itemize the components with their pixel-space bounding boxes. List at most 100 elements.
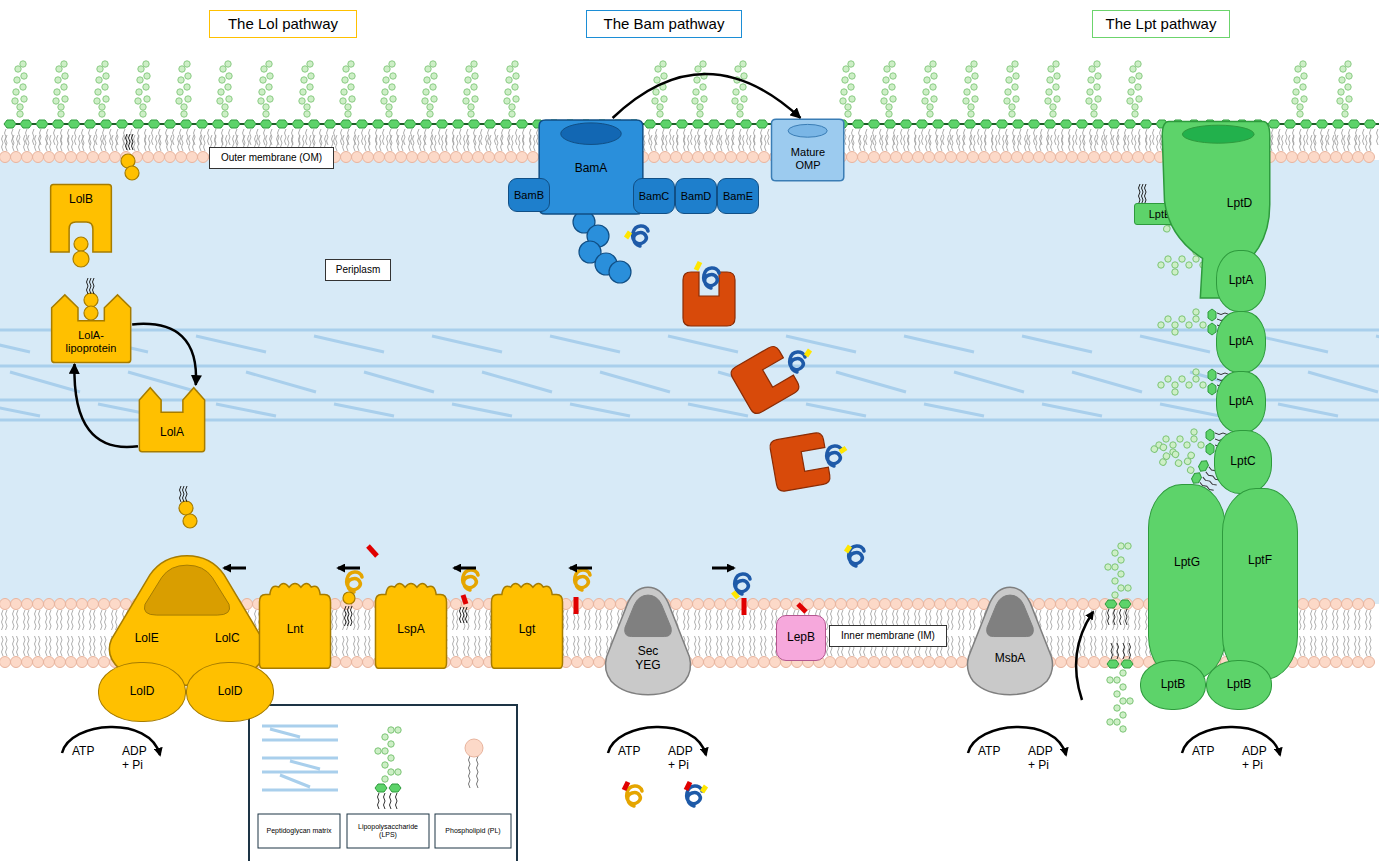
lps-sugar xyxy=(307,84,313,90)
phospholipid-head xyxy=(429,152,440,163)
lps-sugar xyxy=(1163,436,1169,442)
lps-sugar xyxy=(345,104,351,110)
node-label: Lgt xyxy=(519,623,536,637)
lps-sugar xyxy=(1120,698,1126,704)
node-label: Lnt xyxy=(287,623,304,637)
phospholipid-head xyxy=(44,152,55,163)
phospholipid-head xyxy=(55,152,66,163)
energy-label: ADP + Pi xyxy=(1028,745,1060,773)
lps-sugar xyxy=(1086,98,1092,104)
lps-sugar xyxy=(923,89,929,95)
lps-sugar xyxy=(890,96,896,102)
bam-lipoprotein: BamD xyxy=(675,178,718,214)
lps-sugar xyxy=(1135,84,1141,90)
lps-sugar xyxy=(1013,73,1019,79)
phospholipid-head xyxy=(726,599,737,610)
lps-sugar xyxy=(425,66,431,72)
protein-shape xyxy=(491,584,562,669)
phospholipid-head xyxy=(341,152,352,163)
phospholipid-head xyxy=(1364,657,1375,668)
lps-tail xyxy=(1108,609,1128,625)
phospholipid-head xyxy=(44,657,55,668)
lps-sugar xyxy=(472,73,478,79)
lps-sugar xyxy=(1053,61,1059,67)
lps-sugar xyxy=(1047,77,1053,83)
lps-sugar xyxy=(1005,89,1011,95)
lps-sugar xyxy=(1105,564,1111,570)
signal-tag xyxy=(686,782,690,790)
phospholipid-head xyxy=(891,657,902,668)
node-label: LspA xyxy=(397,623,424,637)
lepb-peptidase: LepB xyxy=(776,615,826,661)
lps-sugar xyxy=(1136,73,1142,79)
signal-tag xyxy=(626,232,630,238)
lola-complex: LolA- lipoprotein xyxy=(50,292,132,364)
lipoprotein-domain xyxy=(84,306,98,320)
lps-sugar xyxy=(465,77,471,83)
lps-sugar xyxy=(217,98,223,104)
phospholipid-head xyxy=(341,657,352,668)
phospholipid-head xyxy=(1298,152,1309,163)
phospholipid-head xyxy=(726,152,737,163)
lps-sugar xyxy=(1087,89,1093,95)
lipoprotein-domain xyxy=(73,251,89,267)
lpta-protein: LptA xyxy=(1216,371,1266,433)
node-label: LolA xyxy=(160,426,184,440)
lps-sugar xyxy=(1118,543,1124,549)
phospholipid-head xyxy=(737,657,748,668)
protein-outline xyxy=(138,385,206,453)
lps-sugar xyxy=(886,104,892,110)
lptg-protein: LptG xyxy=(1148,484,1226,680)
lps-sugar xyxy=(693,89,699,95)
lpta-protein: LptA xyxy=(1216,250,1266,312)
lptb-atpase: LptB xyxy=(1140,660,1206,710)
protein-outline xyxy=(602,585,694,697)
phospholipid-head xyxy=(1023,152,1034,163)
phospholipid-head xyxy=(1111,152,1122,163)
phospholipid-head xyxy=(924,599,935,610)
lps-sugar xyxy=(1130,66,1136,72)
lps-sugar xyxy=(657,111,663,117)
phospholipid-head xyxy=(1309,657,1320,668)
lps-sugar xyxy=(144,96,150,102)
lps-sugar xyxy=(968,111,974,117)
node-label: LptD xyxy=(1227,197,1252,211)
lps-sugar xyxy=(1150,445,1159,454)
phospholipid-head xyxy=(957,599,968,610)
lps-sugar xyxy=(1193,309,1199,315)
protein-inner xyxy=(144,565,229,615)
lipoprotein-domain xyxy=(125,166,139,180)
lps-sugar xyxy=(701,96,707,102)
lps-sugar xyxy=(222,104,228,110)
lipid-tails xyxy=(1139,184,1147,204)
protein-shape xyxy=(375,584,446,669)
lps-sugar xyxy=(14,77,20,83)
phospholipid-head xyxy=(869,599,880,610)
chaperone xyxy=(683,272,735,326)
msba-transporter: MsbA xyxy=(964,585,1056,697)
phospholipid-head xyxy=(1056,657,1067,668)
lps-sugar xyxy=(1193,256,1199,262)
phospholipid-head xyxy=(946,152,957,163)
lps-sugar xyxy=(1046,89,1052,95)
signal-tag xyxy=(806,350,810,356)
lps-sugar xyxy=(1170,442,1176,448)
lps-sugar xyxy=(1301,96,1307,102)
lps-sugar xyxy=(1045,98,1051,104)
lps-sugar xyxy=(1118,557,1124,563)
lps-sugar xyxy=(1112,564,1118,570)
phospholipid-head xyxy=(957,152,968,163)
phospholipid-head xyxy=(880,152,891,163)
lps-sugar xyxy=(841,89,847,95)
lps-sugar xyxy=(849,96,855,102)
lps-sugar xyxy=(1179,256,1185,262)
lps-sugar xyxy=(99,104,105,110)
lps-sugar xyxy=(99,111,105,117)
lps-sugar xyxy=(137,77,143,83)
phospholipid-head xyxy=(1309,152,1320,163)
lipid-a xyxy=(1105,600,1131,608)
lps-sugar xyxy=(1292,98,1298,104)
energy-label: ATP xyxy=(72,745,94,759)
lps-sugar xyxy=(348,61,354,67)
